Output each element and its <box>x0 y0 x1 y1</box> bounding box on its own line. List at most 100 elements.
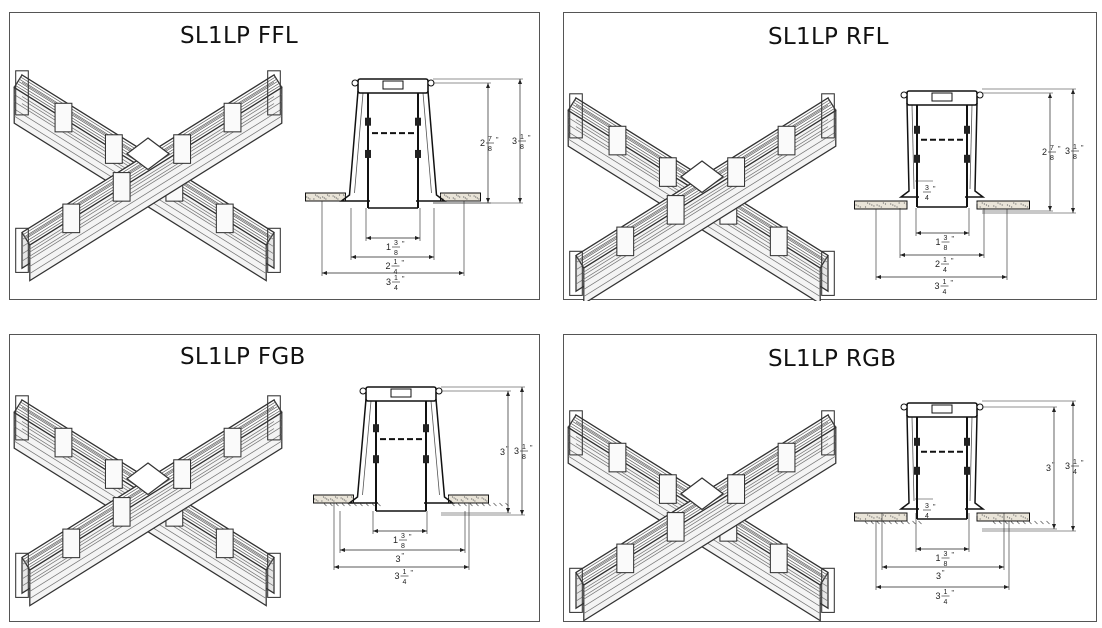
dimension-height-overall-whole: 3 <box>514 446 519 456</box>
ceiling-slab <box>448 494 489 504</box>
cross-body <box>13 395 283 607</box>
dimension-height-inner: 3" <box>500 446 509 457</box>
cross-connector-illustration <box>13 70 283 282</box>
dimension-body-width-numerator: 1 <box>943 257 947 264</box>
dimension-aperture-width-whole: 1 <box>393 535 398 545</box>
dimension-height-overall-unit: " <box>1081 145 1084 152</box>
dimension-body-width-whole: 3 <box>936 571 941 581</box>
dimension-regress-numerator: 3 <box>925 503 929 510</box>
dimension-overall-width-whole: 3 <box>394 571 399 581</box>
ceiling-slab <box>854 512 908 522</box>
dimension-regress-denominator: 4 <box>925 513 929 520</box>
cross-connector-illustration <box>13 395 283 607</box>
dimension-height-overall-numerator: 1 <box>520 134 524 141</box>
dimension-body-width-unit: " <box>402 553 405 560</box>
ceiling-slab <box>976 200 1030 210</box>
dimension-overall-width-whole: 3 <box>935 591 940 601</box>
dimension-aperture-width-numerator: 3 <box>401 533 405 540</box>
dimension-overall-width-numerator: 1 <box>943 279 947 286</box>
dimension-height-overall-whole: 3 <box>1065 146 1070 156</box>
dimension-overall-width-denominator: 4 <box>403 579 407 586</box>
dimension-height-inner-numerator: 7 <box>488 136 492 143</box>
dimension-height-overall-unit: " <box>528 135 531 142</box>
dimension-overall-width-unit: " <box>951 280 954 287</box>
dimension-overall-width-numerator: 1 <box>403 569 407 576</box>
dimension-regress-denominator: 4 <box>925 195 929 202</box>
dimension-aperture-width-denominator: 8 <box>401 543 405 550</box>
profile <box>313 386 509 512</box>
dimension-height-overall-numerator: 1 <box>1073 144 1077 151</box>
dimension-height-inner: 3" <box>1046 462 1055 473</box>
profile <box>854 402 1050 525</box>
ceiling-slab <box>440 192 481 202</box>
ceiling-slab <box>854 200 908 210</box>
dimension-aperture-width-unit: " <box>952 236 955 243</box>
dimension-height-overall-denominator: 4 <box>1073 469 1077 476</box>
panel-title: SL1LP RGB <box>768 346 897 372</box>
dimension-body-width-unit: " <box>942 570 945 577</box>
dimension-height-overall-denominator: 8 <box>522 454 526 461</box>
dimension-height-overall-denominator: 8 <box>520 144 524 151</box>
cross-body <box>567 93 837 301</box>
cross-body <box>567 410 837 622</box>
dimension-aperture-width-numerator: 3 <box>944 235 948 242</box>
dimension-overall-width-unit: " <box>952 590 955 597</box>
cross-connector-illustration <box>567 93 837 301</box>
ceiling-slab <box>305 192 346 202</box>
dimension-overall-width-unit: " <box>402 276 405 283</box>
ceiling-slab <box>313 494 354 504</box>
dimension-overall-width-numerator: 1 <box>944 589 948 596</box>
dimension-height-inner-denominator: 8 <box>488 146 492 153</box>
dimension-body-width-numerator: 1 <box>394 259 398 266</box>
dimension-height-overall-numerator: 1 <box>1073 459 1077 466</box>
dimension-height-inner-numerator: 7 <box>1050 145 1054 152</box>
dimension-body-width-whole: 3 <box>395 554 400 564</box>
dimension-aperture-width-whole: 1 <box>935 553 940 563</box>
dimension-regress: 3 4 " <box>923 503 936 520</box>
dimension-regress-unit: " <box>933 504 936 511</box>
dimension-aperture-width-denominator: 8 <box>944 561 948 568</box>
dimension-aperture-width-denominator: 8 <box>394 250 398 257</box>
dimension-regress: 34" <box>923 185 936 202</box>
dimension-body-width: 3" <box>395 553 404 564</box>
dimension-height-inner-unit: " <box>1052 462 1055 469</box>
dimension-height-inner-whole: 2 <box>480 138 485 148</box>
dimension-overall-width-denominator: 4 <box>394 285 398 292</box>
dimension-height-inner-whole: 2 <box>1042 147 1047 157</box>
dimension-regress-unit: " <box>933 186 936 193</box>
dimension-height-inner-unit: " <box>506 446 509 453</box>
dimension-aperture-width-numerator: 3 <box>944 551 948 558</box>
dimension-height-inner-denominator: 8 <box>1050 155 1054 162</box>
dimension-body-width-unit: " <box>402 260 405 267</box>
cross-connector-illustration <box>567 410 837 622</box>
dimension-overall-width-numerator: 1 <box>394 275 398 282</box>
panel-title: SL1LP FGB <box>180 344 306 370</box>
dimension-body-width-whole: 2 <box>935 259 940 269</box>
profile <box>854 90 1030 210</box>
dimension-height-inner-whole: 3 <box>1046 463 1051 473</box>
panel-title: SL1LP FFL <box>180 23 299 49</box>
dimension-aperture-width-numerator: 3 <box>394 240 398 247</box>
cross-body <box>13 70 283 282</box>
profile <box>305 78 481 209</box>
